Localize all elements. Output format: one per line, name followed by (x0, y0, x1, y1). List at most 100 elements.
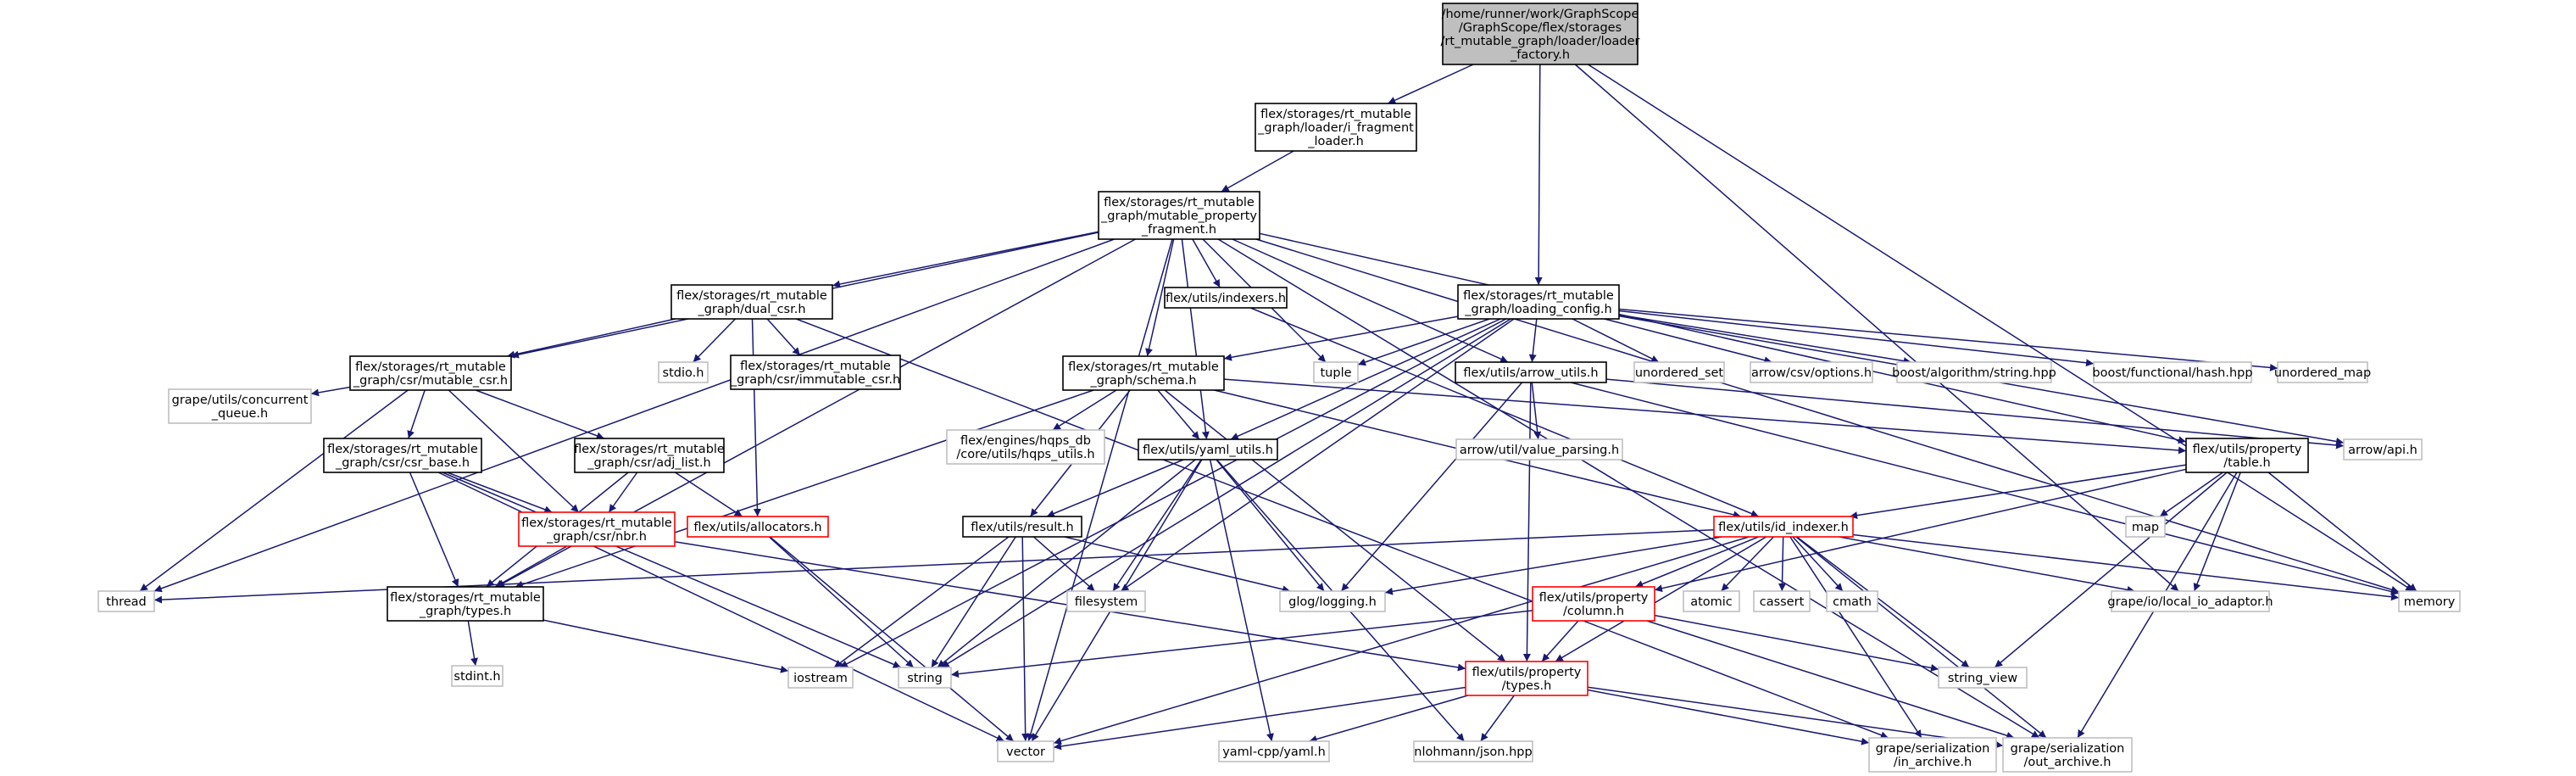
edge (1528, 318, 1538, 363)
node-property-table[interactable]: flex/utils/property/table.h (2185, 438, 2309, 473)
node-adj-list[interactable]: flex/storages/rt_mutable_graph/csr/adj_l… (574, 438, 725, 473)
edge (153, 238, 1115, 593)
node-box (2002, 737, 2133, 773)
node-cmath: cmath (1826, 590, 1878, 612)
node-label-line: flex/utils/property (1539, 591, 1649, 605)
node-label-line: stdint.h (453, 670, 500, 684)
node-memory: memory (2398, 590, 2461, 612)
node-label-line: vector (1006, 745, 1045, 759)
node-property-types[interactable]: flex/utils/property/types.h (1465, 661, 1588, 696)
node-box (1465, 661, 1588, 696)
edge (795, 318, 1889, 739)
edge (507, 318, 676, 359)
edge-dual-csr-to-stdio (693, 318, 737, 363)
edge (409, 472, 459, 588)
edge (447, 472, 553, 514)
edge-result-to-filesystem (1033, 536, 1095, 592)
node-stdio: stdio.h (658, 361, 709, 383)
node-mutable-property-fragment[interactable]: flex/storages/rt_mutable_graph/mutable_p… (1098, 191, 1260, 240)
node-label-line: filesystem (1075, 595, 1138, 609)
node-label-line: flex/storages/rt_mutable (1068, 360, 1219, 374)
node-result[interactable]: flex/utils/result.h (962, 516, 1082, 538)
edge (937, 459, 1196, 668)
edge (1852, 533, 2400, 601)
node-label-line: grape/io/local_io_adaptor.h (2107, 595, 2273, 609)
node-root[interactable]: /home/runner/work/GraphScope/GraphScope/… (1440, 3, 1640, 65)
edge-property-types-to-vector (1053, 686, 1466, 751)
node-indexers[interactable]: flex/utils/indexers.h (1164, 287, 1288, 309)
node-box (1313, 361, 1359, 383)
node-dual-csr[interactable]: flex/storages/rt_mutable_graph/dual_csr.… (670, 284, 833, 320)
node-immutable-csr[interactable]: flex/storages/rt_mutable_graph/csr/immut… (730, 355, 901, 390)
node-box (2185, 438, 2309, 473)
node-iostream: iostream (787, 667, 854, 689)
edge-mutable-property-fragment-to-property-table (1259, 232, 2187, 444)
node-label-line: unordered_set (1635, 366, 1724, 380)
node-schema[interactable]: flex/storages/rt_mutable_graph/schema.h (1062, 355, 1225, 391)
node-box (1442, 3, 1639, 65)
node-label-line: flex/storages/rt_mutable (1463, 289, 1614, 303)
edge (542, 619, 789, 673)
node-box (574, 438, 725, 473)
node-csr-base[interactable]: flex/storages/rt_mutable_graph/csr/csr_b… (323, 438, 482, 473)
edge (839, 318, 1507, 668)
edge (1570, 382, 2400, 595)
node-id-indexer[interactable]: flex/utils/id_indexer.h (1713, 516, 1854, 538)
edge-column-to-property-types (1541, 620, 1579, 662)
node-yaml-cpp: yaml-cpp/yaml.h (1218, 740, 1330, 762)
edge-yaml-utils-to-string (937, 459, 1196, 668)
node-types[interactable]: flex/storages/rt_mutable_graph/types.h (387, 586, 544, 622)
edge-dual-csr-to-immutable-csr (766, 318, 801, 356)
node-label-line: cassert (1760, 595, 1805, 609)
node-string-view: string_view (1938, 667, 2028, 689)
node-label-line: _factory.h (1510, 48, 1570, 62)
edge-loading-config-to-unordered-set (1572, 318, 1660, 363)
edge (1792, 536, 1844, 592)
edge (1112, 459, 1202, 592)
node-label-line: _graph/loading_config.h (1464, 303, 1611, 316)
edge-property-table-to-map (2159, 472, 2223, 517)
node-box (687, 516, 829, 538)
node-label-line: /home/runner/work/GraphScope (1442, 8, 1639, 21)
edge-mutable-property-fragment-to-schema (1145, 238, 1175, 357)
node-box (2125, 516, 2166, 538)
node-label-line: memory (2404, 595, 2456, 609)
edge (1259, 232, 2187, 444)
node-label-line: flex/utils/indexers.h (1166, 292, 1286, 305)
node-label-line: yaml-cpp/yaml.h (1222, 745, 1326, 759)
edge (1604, 318, 1772, 365)
edge (1120, 318, 1515, 592)
node-loading-config[interactable]: flex/storages/rt_mutable_graph/loading_c… (1457, 284, 1620, 320)
edge-yaml-utils-to-filesystem (1112, 459, 1202, 592)
node-box (2093, 361, 2252, 383)
edge-loading-config-to-boost-string (1618, 314, 1911, 366)
node-box (1896, 361, 2052, 383)
node-hqps-utils: flex/engines/hqps_db/core/utils/hqps_uti… (946, 429, 1105, 465)
node-mutable-csr[interactable]: flex/storages/rt_mutable_graph/csr/mutab… (349, 355, 512, 391)
node-yaml-utils[interactable]: flex/utils/yaml_utils.h (1138, 438, 1278, 461)
node-allocators[interactable]: flex/utils/allocators.h (687, 516, 829, 538)
edge-result-to-iostream (833, 536, 1010, 668)
node-label-line: flex/storages/rt_mutable (574, 443, 725, 456)
node-box (670, 284, 833, 320)
node-nbr[interactable]: flex/storages/rt_mutable_graph/csr/nbr.h (518, 511, 676, 547)
node-concurrent-queue: grape/utils/concurrent_queue.h (168, 388, 312, 424)
node-arrow-utils[interactable]: flex/utils/arrow_utils.h (1455, 361, 1607, 383)
node-label-line: string (907, 672, 943, 685)
node-label-line: flex/storages/rt_mutable (676, 289, 827, 303)
node-label-line: /in_archive.h (1894, 756, 1972, 769)
node-map: map (2125, 516, 2166, 538)
edge-mutable-property-fragment-to-yaml-utils (1181, 238, 1210, 440)
node-label-line: flex/storages/rt_mutable (327, 443, 478, 456)
edge-property-types-to-nlohmann (1480, 695, 1515, 742)
node-column[interactable]: flex/utils/property/column.h (1532, 586, 1655, 622)
edge-id-indexer-to-atomic (1721, 536, 1774, 592)
edge (608, 472, 638, 513)
edge-adj-list-to-nbr (608, 472, 638, 513)
node-box (1218, 740, 1330, 762)
node-i-fragment-loader[interactable]: flex/storages/rt_mutable_graph/loader/i_… (1255, 103, 1417, 152)
edge (1555, 536, 1767, 662)
node-box (1750, 361, 1873, 383)
edge (1357, 318, 1490, 366)
edge-adj-list-to-allocators (675, 472, 743, 517)
